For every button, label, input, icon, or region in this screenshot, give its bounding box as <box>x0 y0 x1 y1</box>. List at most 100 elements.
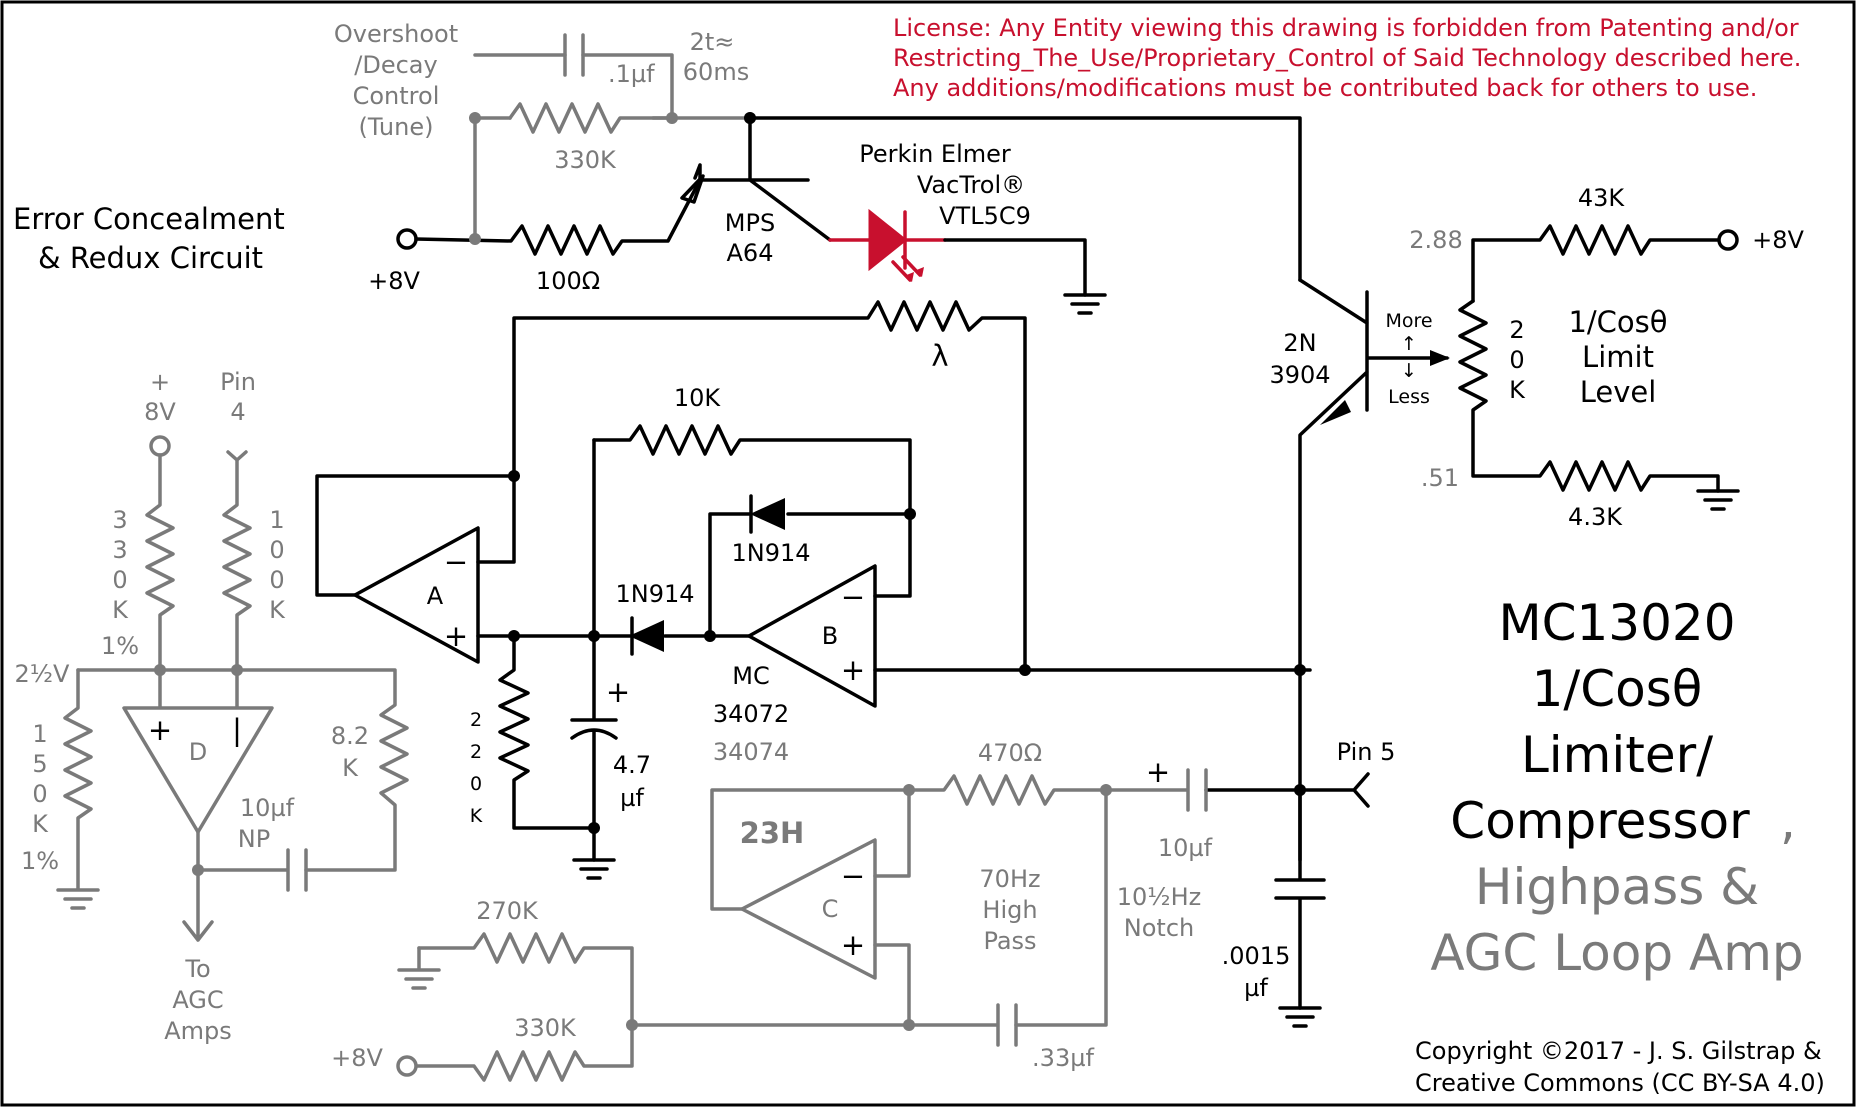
opamp-part-line-3: 34074 <box>713 738 789 766</box>
limit-top-voltage: 2.88 <box>1409 226 1462 254</box>
circuit-name: Error Concealment & Redux Circuit <box>13 202 285 275</box>
driver-transistor-line-2: A64 <box>727 239 774 267</box>
agc-r330k-digit-2: 3 <box>112 536 127 564</box>
limit-more-label: More <box>1385 310 1432 332</box>
limit-transistor-line-2: 3904 <box>1269 361 1330 389</box>
agc-r330k-digit-3: 0 <box>112 566 127 594</box>
license-notice: License: Any Entity viewing this drawing… <box>893 14 1801 102</box>
coupling-cap-value: 10µf <box>1158 834 1213 862</box>
hold-cap-unit: µf <box>620 784 644 812</box>
opamp-b-plus: + <box>841 653 865 687</box>
hold-cap-plus: + <box>606 675 630 709</box>
limit-supply-label: +8V <box>1752 226 1804 254</box>
opamp-a-plus: + <box>444 619 468 653</box>
opamp-b-label: B <box>822 622 838 650</box>
limit-title-line-3: Level <box>1580 375 1657 409</box>
title-comma: , <box>1780 792 1796 850</box>
overshoot-cap-value: .1µf <box>608 60 655 88</box>
agc-supply-line-1: + <box>150 368 170 396</box>
agc-cap-type: NP <box>238 825 270 853</box>
limit-bottom-resistor-value: 4.3K <box>1568 503 1623 531</box>
highpass-resistor-value: 470Ω <box>978 739 1042 767</box>
vactrol-led: Perkin Elmer VacTrol® VTL5C9 <box>828 140 1107 315</box>
feedback-resistor-value: 10K <box>674 384 722 412</box>
agc-pin-line-2: 4 <box>230 398 245 426</box>
agc-bias-voltage: 2½V <box>15 660 71 688</box>
series-diode-label: 1N914 <box>615 580 694 608</box>
opamp-d-plus: + <box>148 713 172 747</box>
filter-cap-value: .0015 <box>1222 942 1291 970</box>
highpass-label-line-3: Pass <box>983 927 1036 955</box>
limit-title-line-1: 1/Cosθ <box>1568 305 1667 339</box>
agc-r150k-unit: K <box>32 810 49 838</box>
notch-label-line-1: 10½Hz <box>1117 883 1201 911</box>
agc-r100k-digit-3: 0 <box>269 566 284 594</box>
license-line-1: License: Any Entity viewing this drawing… <box>893 14 1799 42</box>
notch-label-line-2: Notch <box>1124 914 1194 942</box>
pin5-label: Pin 5 <box>1337 738 1396 766</box>
opamp-d-label: D <box>189 738 207 766</box>
limit-pot-unit: K <box>1509 376 1526 404</box>
agc-r150k-tolerance: 1% <box>21 847 59 875</box>
feedback-diode-label: 1N914 <box>731 539 810 567</box>
hold-cap-value: 4.7 <box>613 751 651 779</box>
time-constant-line-1: 2t≈ <box>690 28 735 56</box>
overshoot-note-2: /Decay <box>354 51 437 79</box>
driver-resistor-value: 100Ω <box>536 267 600 295</box>
overshoot-note-3: Control <box>353 82 440 110</box>
agc-r100k-digit-1: 1 <box>269 506 284 534</box>
bleed-resistor-unit: K <box>470 805 483 827</box>
title-line-1: MC13020 <box>1498 594 1735 652</box>
limit-up-arrow: ↑ <box>1401 333 1417 355</box>
overshoot-resistor-value: 330K <box>554 146 617 174</box>
opamp-c-minus: − <box>841 859 865 893</box>
opamp-c-plus: + <box>841 928 865 962</box>
highpass-r270-value: 270K <box>476 897 539 925</box>
agc-r150k-digit-2: 5 <box>32 750 47 778</box>
agc-r100k-digit-2: 0 <box>269 536 284 564</box>
driver-supply-label: +8V <box>368 267 420 295</box>
driver-transistor-line-1: MPS <box>725 209 775 237</box>
time-constant-line-2: 60ms <box>683 58 749 86</box>
circuit-name-line-2: & Redux Circuit <box>38 241 263 275</box>
opamp-d-minus: | <box>232 713 242 747</box>
opamp-b-minus: − <box>841 580 865 614</box>
agc-output-line-2: AGC <box>172 986 223 1014</box>
agc-cap-value: 10µf <box>240 794 295 822</box>
circuit-name-line-1: Error Concealment <box>13 202 285 236</box>
agc-r330k-tolerance: 1% <box>101 632 139 660</box>
opamp-a: A − + <box>315 470 596 664</box>
limit-pot-digit-1: 2 <box>1509 316 1524 344</box>
limit-title-line-2: Limit <box>1582 340 1654 374</box>
agc-r150k-digit-3: 0 <box>32 780 47 808</box>
agc-r330k-unit: K <box>112 596 129 624</box>
limit-bottom-voltage: .51 <box>1421 464 1459 492</box>
highpass-label-line-2: High <box>982 896 1037 924</box>
agc-r330k-digit-1: 3 <box>112 506 127 534</box>
limit-less-label: Less <box>1388 386 1430 408</box>
bleed-resistor-digit-3: 0 <box>470 773 482 795</box>
agc-r8-2k-value: 8.2 <box>331 722 369 750</box>
title-line-2: 1/Cosθ <box>1532 660 1703 718</box>
overshoot-note-4: (Tune) <box>359 113 434 141</box>
opamp-c-part-label: 23H <box>740 816 805 850</box>
coupling-cap-plus: + <box>1146 755 1170 789</box>
limit-network: 2N 3904 More ↑ ↓ Less 43K 2.88 +8V 2 0 K… <box>1269 184 1804 862</box>
opamp-b: B − + 10K 1N914 1N914 MC 34072 34074 <box>592 384 1312 766</box>
hold-network: 2 2 0 K + 4.7 µf <box>470 438 651 880</box>
copyright: Copyright ©2017 - J. S. Gilstrap & Creat… <box>1415 1037 1825 1097</box>
driver-stage: +8V 100Ω MPS A64 <box>368 112 1302 295</box>
agc-r8-2k-unit: K <box>342 754 359 782</box>
opamp-a-label: A <box>427 582 444 610</box>
highpass-cap-value: .33µf <box>1032 1044 1094 1072</box>
limit-down-arrow: ↓ <box>1401 360 1417 382</box>
title-line-6: AGC Loop Amp <box>1430 924 1803 982</box>
agc-r150k-digit-1: 1 <box>32 720 47 748</box>
lambda-label: λ <box>931 339 948 373</box>
overshoot-note-1: Overshoot <box>334 20 458 48</box>
vactrol-maker: Perkin Elmer <box>859 140 1011 168</box>
highpass-r330-value: 330K <box>514 1014 577 1042</box>
highpass-label-line-1: 70Hz <box>979 865 1040 893</box>
